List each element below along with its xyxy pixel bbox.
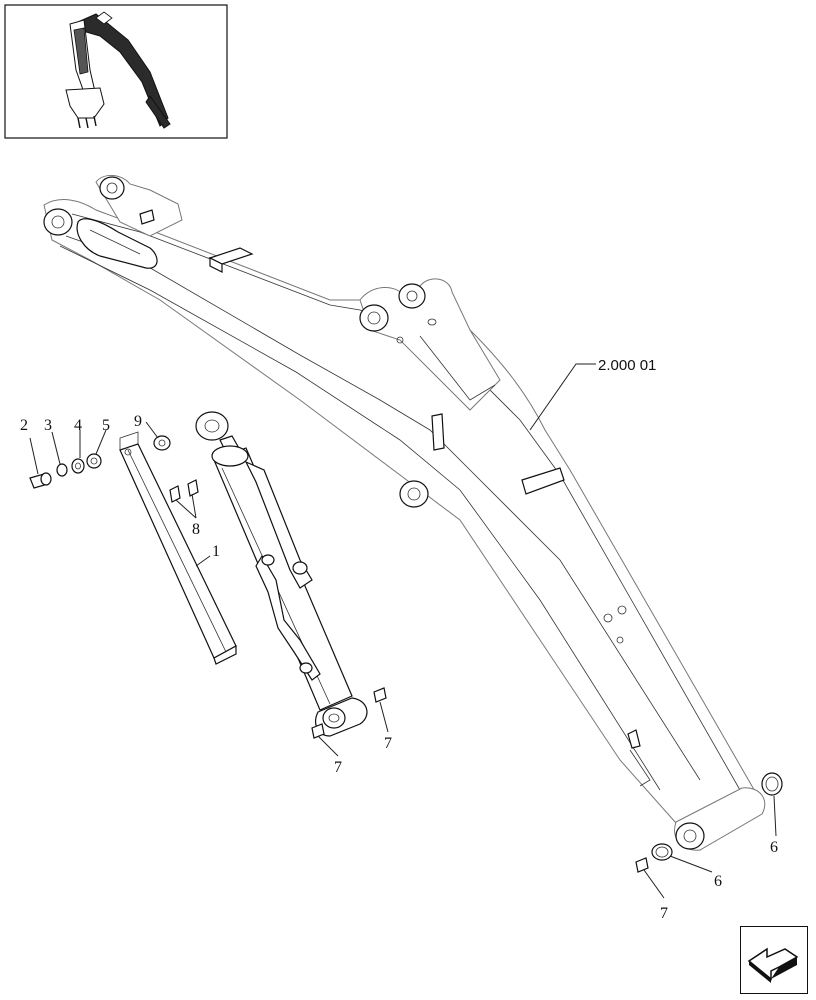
thumbnail-view bbox=[4, 4, 228, 139]
callout-4: 4 bbox=[74, 417, 82, 434]
reference-label: 2.000 01 bbox=[598, 357, 656, 374]
callout-5: 5 bbox=[102, 417, 110, 434]
return-button[interactable] bbox=[740, 926, 808, 994]
callout-labels: 2 3 4 5 9 8 1 7 7 7 6 6 2.000 01 bbox=[20, 357, 778, 922]
callout-1: 1 bbox=[212, 543, 220, 560]
callout-2: 2 bbox=[20, 417, 28, 434]
callout-6-a: 6 bbox=[714, 873, 722, 890]
callout-3: 3 bbox=[44, 417, 52, 434]
callout-8: 8 bbox=[192, 521, 200, 538]
leader-lines bbox=[29, 363, 777, 899]
part-1-guard bbox=[119, 431, 237, 665]
boom-arm bbox=[43, 175, 766, 851]
callout-7-a: 7 bbox=[384, 735, 392, 752]
hydraulic-cylinder bbox=[195, 411, 368, 737]
callout-7-c: 7 bbox=[660, 905, 668, 922]
callout-7-b: 7 bbox=[334, 759, 342, 776]
callout-9: 9 bbox=[134, 413, 142, 430]
hardware-parts bbox=[29, 435, 783, 873]
return-arrow-icon bbox=[747, 947, 799, 983]
callout-6-b: 6 bbox=[770, 839, 778, 856]
